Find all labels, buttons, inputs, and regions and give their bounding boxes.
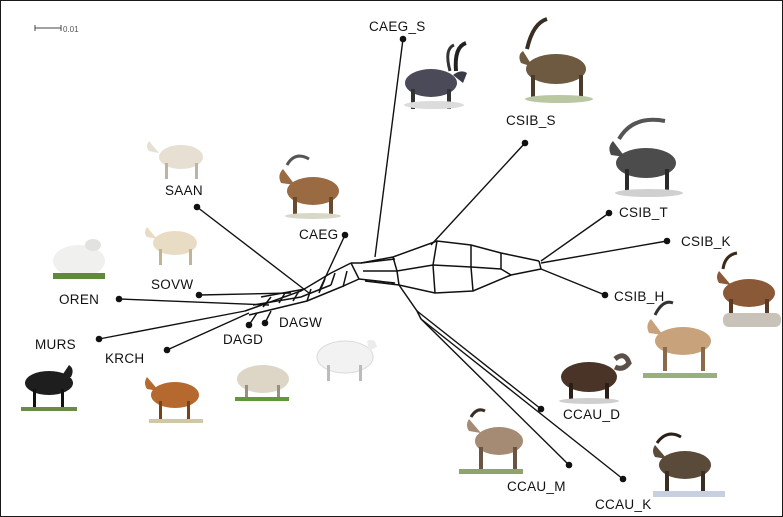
white-goat-icon — [145, 227, 197, 265]
label-krch: KRCH — [105, 351, 144, 366]
label-dagw: DAGW — [279, 315, 322, 330]
caucasian-tur-icon — [653, 432, 725, 497]
tip-markers — [95, 35, 671, 483]
orenburg-goat-icon — [53, 239, 105, 279]
taxon-labels: CAEG_S CSIB_S CSIB_T CSIB_K CSIB_H CCAU_… — [35, 19, 731, 512]
network-edges — [98, 38, 668, 480]
label-dagd: DAGD — [223, 332, 263, 347]
label-sovw: SOVW — [151, 277, 193, 292]
black-goat-icon — [21, 365, 77, 411]
label-murs: MURS — [35, 337, 76, 352]
label-saan: SAAN — [165, 183, 203, 198]
saanen-goat-icon — [147, 141, 203, 179]
dagestan-goat-icon — [235, 365, 289, 401]
caucasian-tur-icon — [459, 408, 523, 474]
ibex-icon — [643, 300, 717, 378]
caucasian-tur-icon — [559, 353, 632, 404]
siberian-ibex-icon — [519, 17, 593, 103]
brown-goat-icon — [145, 377, 203, 423]
label-ccau-d: CCAU_D — [563, 407, 620, 422]
label-csib-k: CSIB_K — [681, 234, 731, 249]
woolly-goat-icon — [316, 339, 377, 381]
label-ccau-k: CCAU_K — [595, 497, 652, 512]
label-ccau-m: CCAU_M — [507, 479, 566, 494]
label-csib-s: CSIB_S — [506, 113, 556, 128]
label-csib-h: CSIB_H — [614, 289, 665, 304]
scale-bar-label: 0.01 — [63, 25, 79, 34]
siberian-ibex-icon — [609, 117, 683, 197]
label-caeg: CAEG — [299, 227, 338, 242]
label-csib-t: CSIB_T — [619, 205, 668, 220]
label-caeg-s: CAEG_S — [369, 19, 426, 34]
alpine-ibex-icon — [404, 41, 467, 109]
label-oren: OREN — [59, 292, 99, 307]
wild-goat-icon — [717, 251, 781, 327]
bezoar-goat-icon — [279, 154, 341, 219]
scale-bar: 0.01 — [34, 25, 79, 34]
